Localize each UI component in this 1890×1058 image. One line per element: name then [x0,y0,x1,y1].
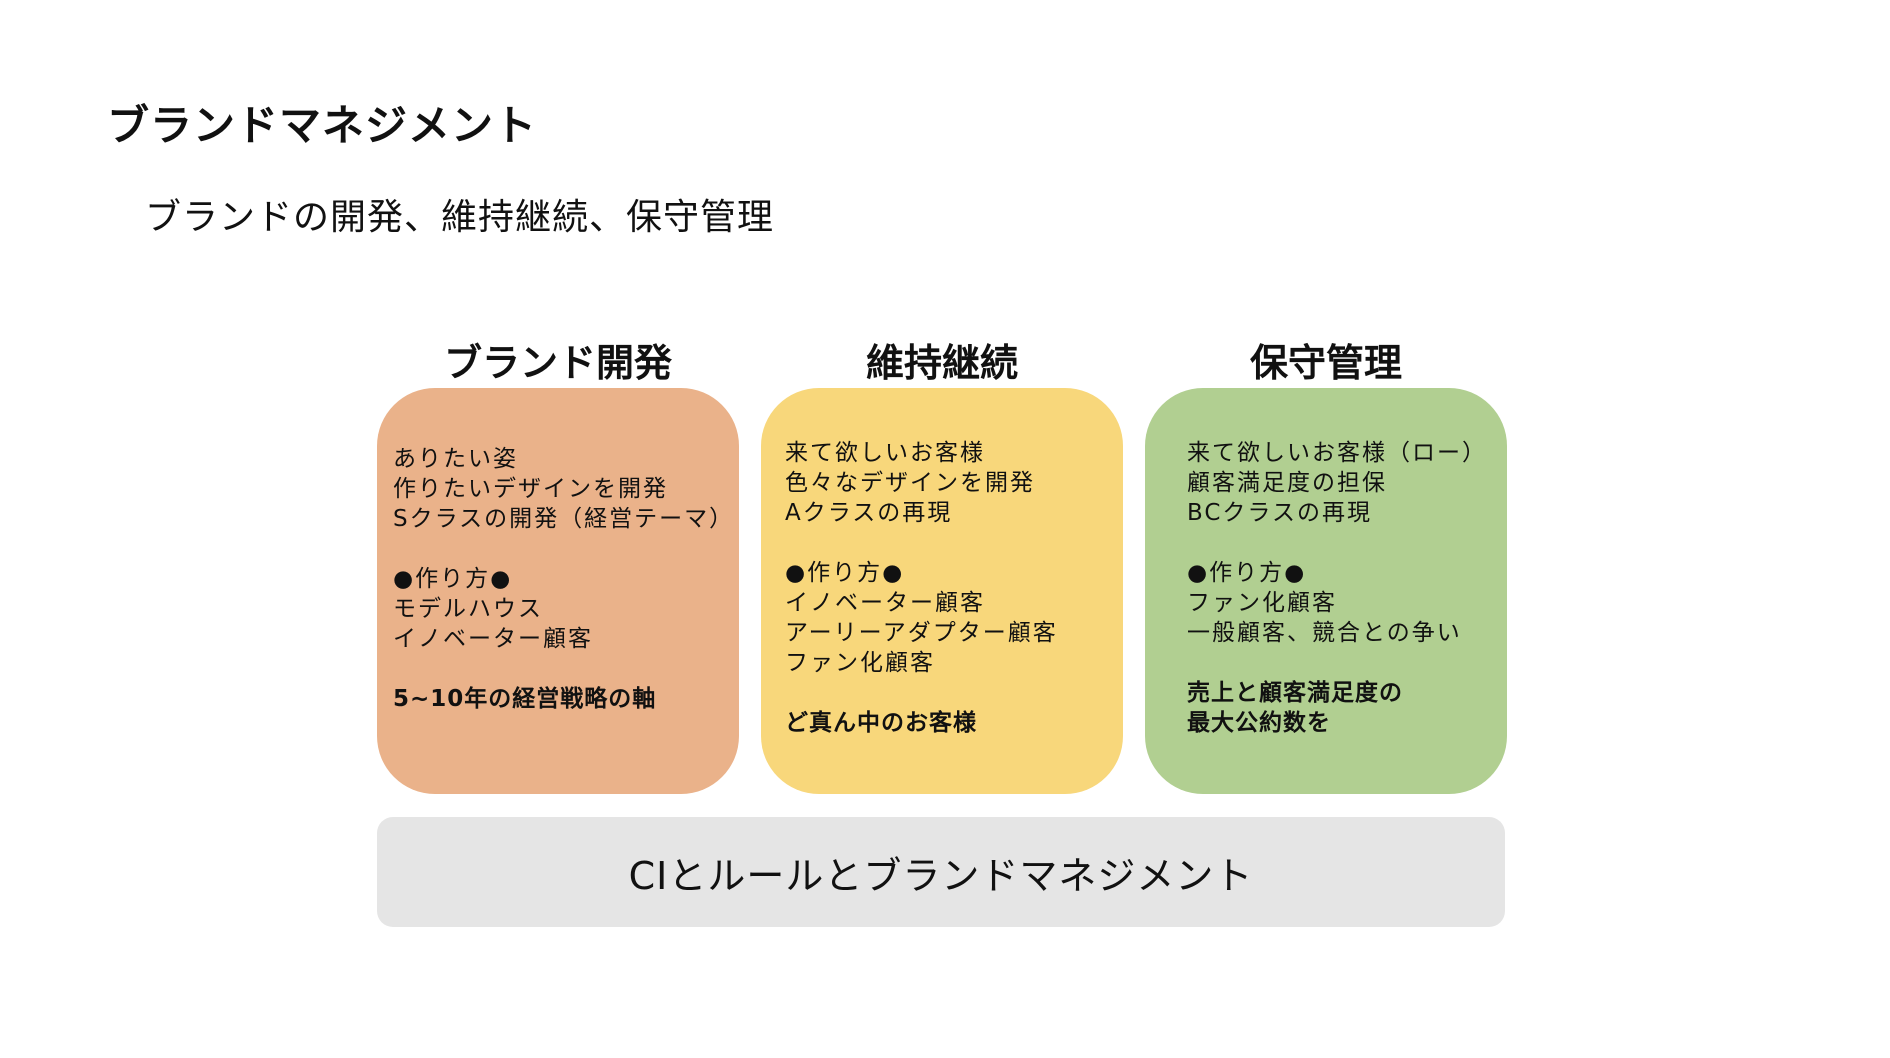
method-line: イノベーター顧客 [785,590,985,616]
page-title: ブランドマネジメント [107,101,538,150]
card-line: BCクラスの再現 [1187,500,1372,526]
method-line: ファン化顧客 [785,650,935,676]
brand-development-card: ありたい姿 作りたいデザインを開発 Sクラスの開発（経営テーマ） ●作り方● モ… [377,388,739,794]
method-label: ●作り方● [785,560,905,586]
emphasis-line: 最大公約数を [1187,710,1331,736]
card-line: 色々なデザインを開発 [785,470,1035,496]
page-subtitle: ブランドの開発、維持継続、保守管理 [145,197,775,238]
preservation-card: 来て欲しいお客様（ロー） 顧客満足度の担保 BCクラスの再現 ●作り方● ファン… [1145,388,1507,794]
emphasis-line: 5~10年の経営戦略の軸 [393,686,657,712]
spacer [1187,528,1507,558]
card-line: ありたい姿 [393,446,518,472]
method-line: モデルハウス [393,596,543,622]
card-line: Sクラスの開発（経営テーマ） [393,506,735,532]
emphasis-line: ど真ん中のお客様 [785,710,977,736]
foundation-bar: CIとルールとブランドマネジメント [377,817,1505,927]
column-heading-maintenance: 維持継続 [865,341,1018,385]
method-label: ●作り方● [1187,560,1307,586]
spacer [393,654,739,684]
method-label: ●作り方● [393,566,513,592]
spacer [785,528,1123,558]
foundation-label: CIとルールとブランドマネジメント [628,853,1254,898]
maintenance-card: 来て欲しいお客様 色々なデザインを開発 Aクラスの再現 ●作り方● イノベーター… [761,388,1123,794]
method-line: ファン化顧客 [1187,590,1337,616]
card-line: 来て欲しいお客様（ロー） [1187,440,1487,466]
card-line: 来て欲しいお客様 [785,440,985,466]
card-line: 作りたいデザインを開発 [393,476,668,502]
method-line: 一般顧客、競合との争い [1187,620,1462,646]
method-line: アーリーアダプター顧客 [785,620,1058,646]
spacer [393,534,739,564]
spacer [1187,648,1507,678]
spacer [785,678,1123,708]
column-heading-brand-development: ブランド開発 [443,341,672,385]
column-heading-preservation: 保守管理 [1249,341,1402,385]
card-line: 顧客満足度の担保 [1187,470,1387,496]
card-line: Aクラスの再現 [785,500,953,526]
emphasis-line: 売上と顧客満足度の [1187,680,1403,706]
method-line: イノベーター顧客 [393,626,593,652]
